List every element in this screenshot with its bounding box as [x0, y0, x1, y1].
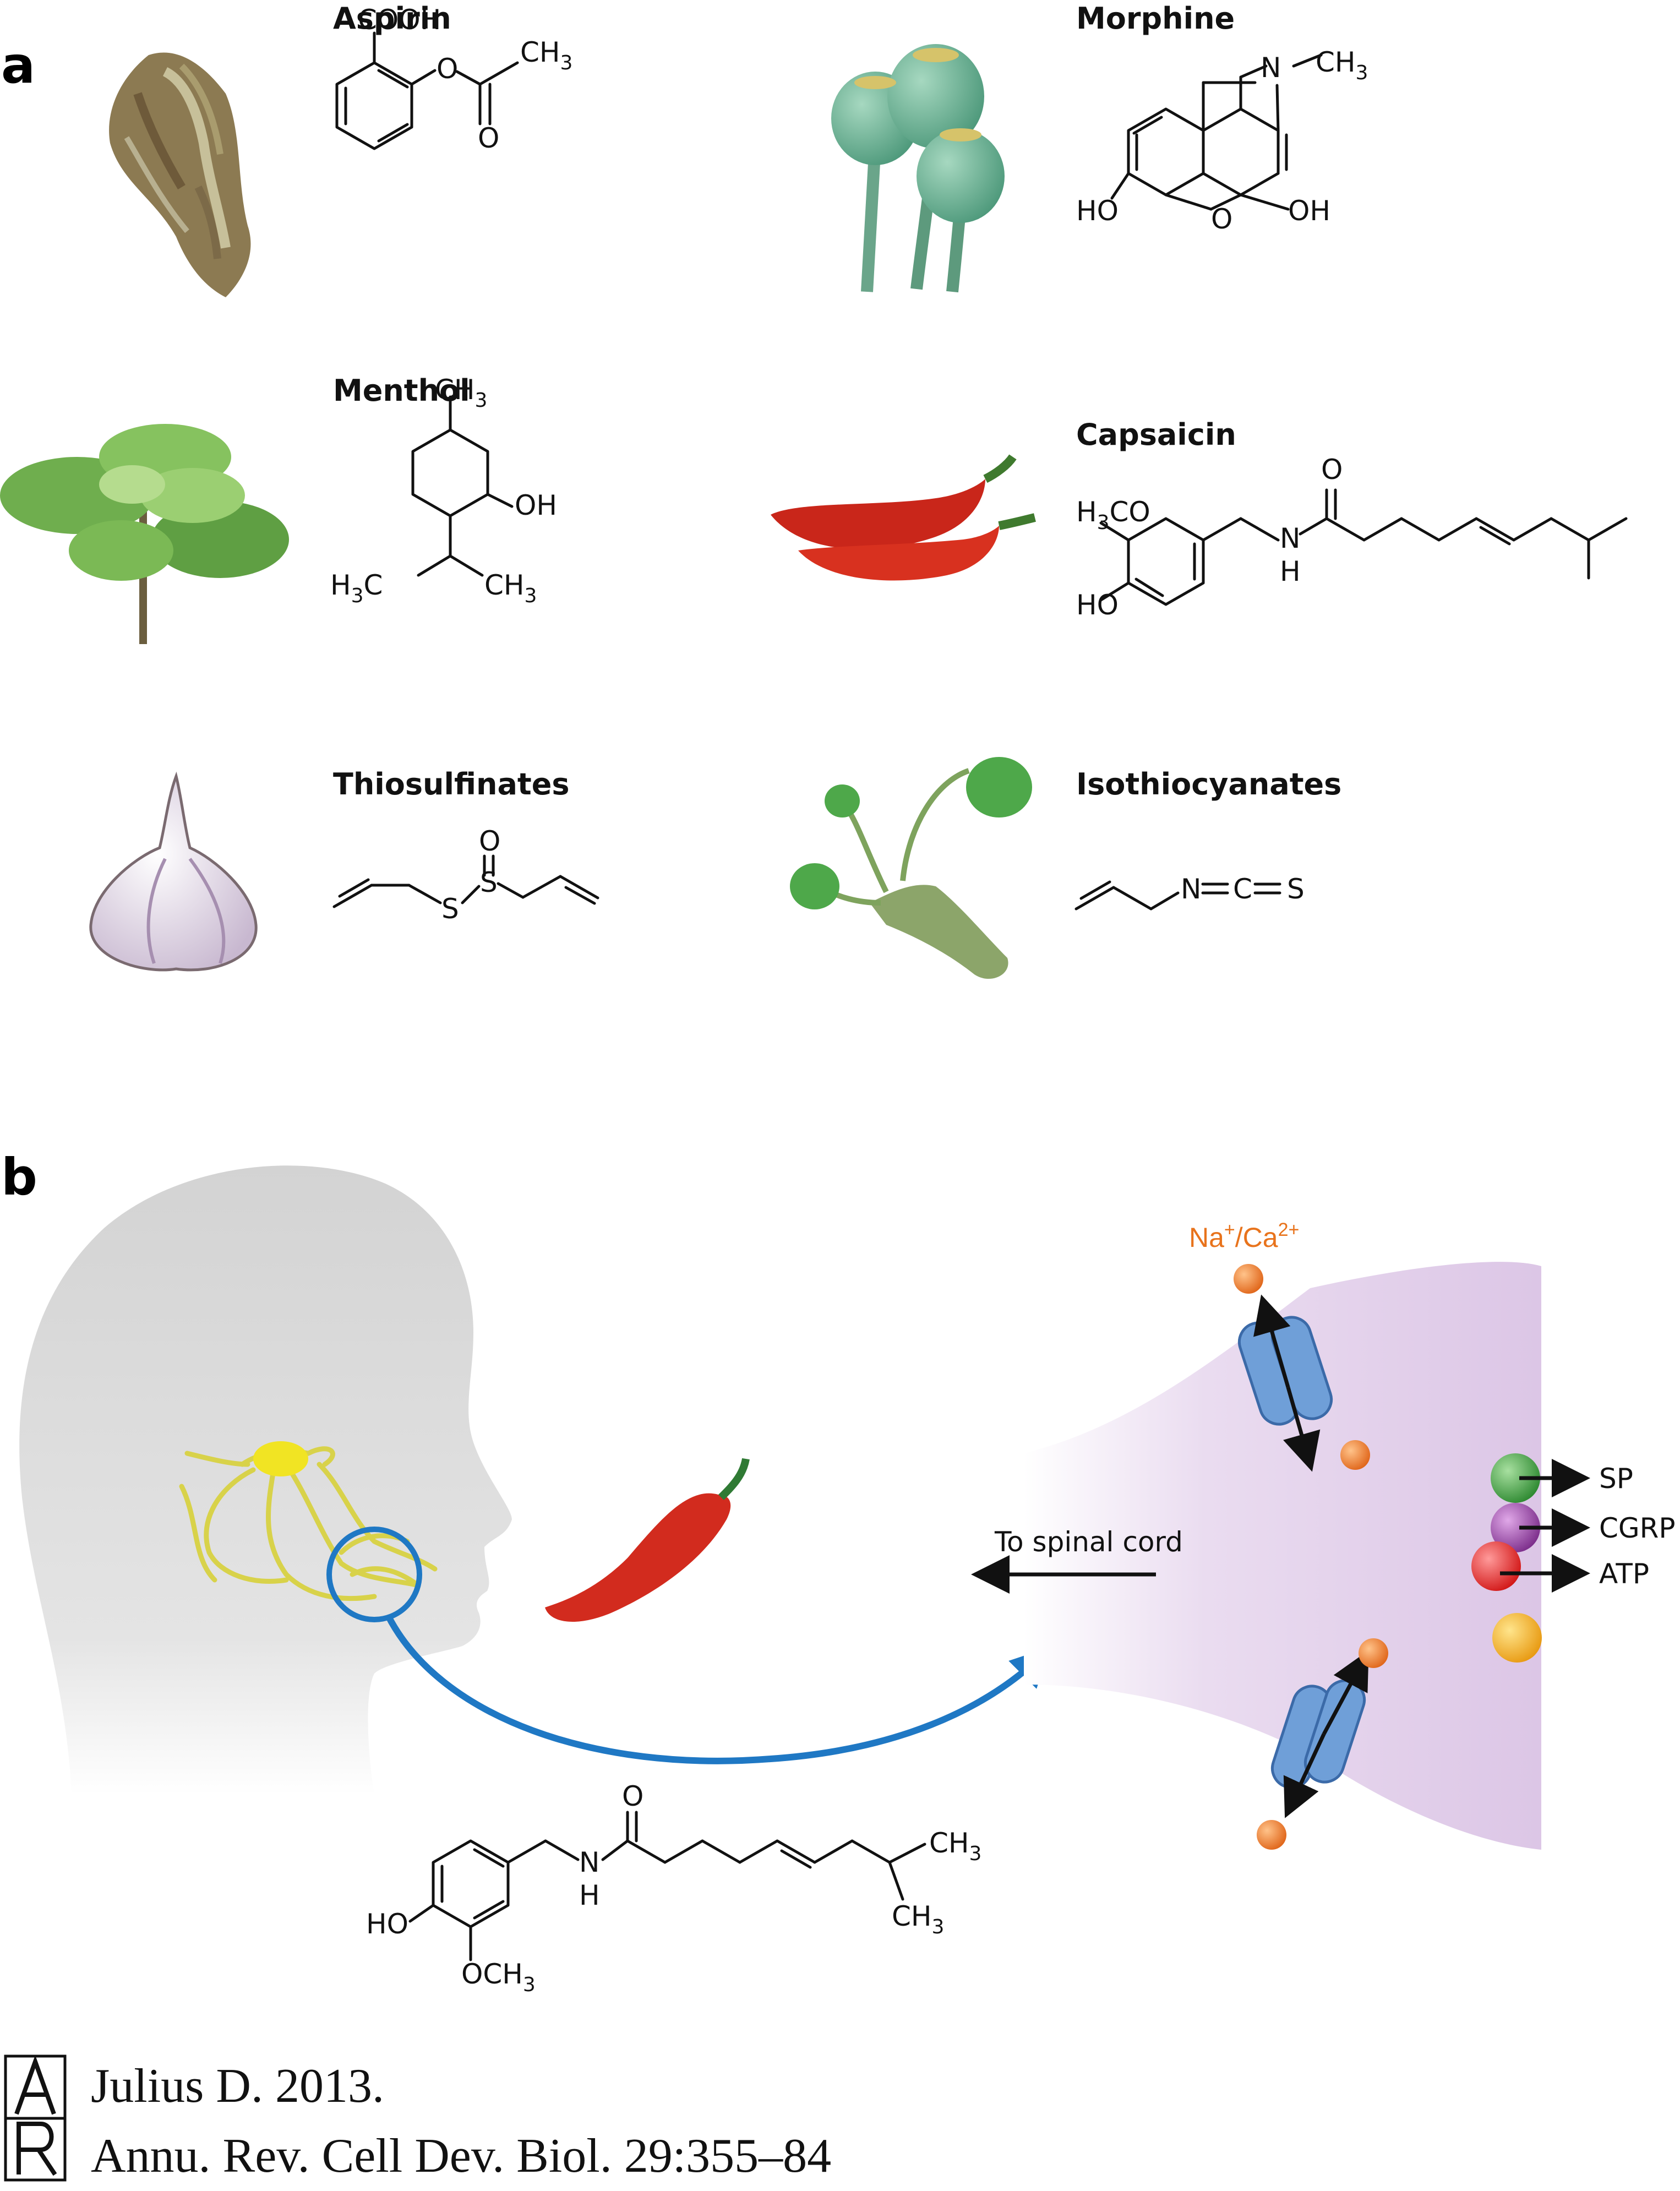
capsaicin-structure-b: O N H CH3 CH3 HO OCH3: [366, 1780, 981, 1996]
panel-a-letter: a: [1, 36, 35, 95]
poppy-illustration: [831, 44, 1005, 293]
aspirin-ch3: CH3: [520, 36, 572, 74]
ion-flux-arrow-top-in: [1283, 1387, 1321, 1472]
nerve-terminal: [1024, 1262, 1541, 1850]
capsaicin-name: Capsaicin: [1076, 417, 1236, 452]
capsaicin-b-ch3a: CH3: [929, 1827, 981, 1865]
menthol-ch3b: CH3: [484, 569, 537, 607]
capsaicin-ho: HO: [1076, 589, 1119, 621]
magnification-circle: [326, 1527, 422, 1622]
chili-peppers-illustration: [771, 454, 1036, 581]
ion-flux-arrow-bottom-out: [1322, 1650, 1369, 1735]
isothiocyanates-n: N: [1181, 873, 1201, 905]
morphine-o: O: [1211, 203, 1232, 235]
sp-label: SP: [1599, 1463, 1633, 1495]
annual-reviews-logo: [4, 2054, 67, 2182]
capsaicin-structure-a: H3CO HO O N H: [1076, 454, 1628, 621]
garlic-illustration: [89, 771, 258, 972]
sp-vesicle: [1491, 1453, 1540, 1503]
cgrp-vesicle: [1491, 1503, 1540, 1552]
menthol-name: Menthol: [333, 373, 470, 408]
capsaicin-b-o: O: [622, 1780, 643, 1812]
trigeminal-nerve: [179, 1446, 438, 1601]
morphine-n: N: [1261, 52, 1281, 84]
thiosulfinates-o: O: [479, 825, 500, 857]
morphine-structure: N CH3 HO O OH: [1076, 46, 1368, 235]
trigeminal-ganglion: [253, 1441, 308, 1476]
capsaicin-h3co: H3CO: [1076, 496, 1150, 534]
capsaicin-b-och3: OCH3: [461, 1958, 536, 1996]
cation-ion: [1359, 1638, 1388, 1668]
ion-flux-arrow-top-out: [1253, 1294, 1291, 1388]
cation-ion: [1257, 1820, 1286, 1850]
aspirin-name: Aspirin: [333, 1, 451, 36]
morphine-oh: OH: [1288, 195, 1330, 227]
panel-b-letter: b: [1, 1148, 37, 1207]
vesicle-gold: [1492, 1613, 1542, 1663]
menthol-ch3: CH3: [435, 374, 487, 412]
citation-line-2: Annu. Rev. Cell Dev. Biol. 29:355–84: [91, 2129, 831, 2183]
wasabi-illustration: [790, 757, 1032, 979]
ion-flux-arrow-bottom-in: [1283, 1733, 1326, 1818]
thiosulfinates-s2: S: [480, 866, 498, 898]
aspirin-o2: O: [478, 122, 499, 154]
cation-ion: [1340, 1440, 1370, 1470]
atp-vesicle: [1471, 1541, 1521, 1591]
aspirin-structure: COOH O O CH3: [335, 4, 572, 154]
thiosulfinates-structure: S S O: [332, 825, 599, 925]
willow-bark-illustration: [109, 52, 251, 297]
cgrp-label: CGRP: [1599, 1512, 1676, 1544]
capsaicin-b-ho: HO: [366, 1908, 408, 1940]
capsaicin-n: N: [1280, 522, 1300, 554]
menthol-h3c: H3C: [330, 569, 383, 607]
ion-label: Na+/Ca2+: [1189, 1219, 1299, 1253]
curved-blue-arrow: [385, 1614, 1051, 1764]
morphine-ho: HO: [1076, 195, 1119, 227]
chili-pepper-illustration: [545, 1458, 750, 1622]
isothiocyanates-c: C: [1233, 873, 1252, 905]
mint-illustration: [0, 424, 289, 644]
head-silhouette: [19, 1165, 512, 1795]
isothiocyanates-structure: N C S: [1074, 873, 1305, 911]
isothiocyanates-s: S: [1287, 873, 1305, 905]
capsaicin-b-h: H: [579, 1879, 600, 1911]
menthol-structure: CH3 OH H3C CH3: [330, 374, 557, 607]
thiosulfinates-name: Thiosulfinates: [333, 767, 569, 802]
capsaicin-b-ch3b: CH3: [892, 1900, 944, 1938]
citation-line-1: Julius D. 2013.: [91, 2059, 384, 2113]
morphine-name: Morphine: [1076, 1, 1235, 36]
aspirin-o1: O: [437, 53, 458, 85]
cation-ion: [1234, 1264, 1263, 1294]
aspirin-cooh: COOH: [358, 4, 441, 36]
morphine-ch3: CH3: [1316, 46, 1368, 84]
menthol-oh: OH: [515, 489, 557, 521]
capsaicin-b-n: N: [579, 1846, 599, 1878]
atp-label: ATP: [1599, 1558, 1649, 1590]
isothiocyanates-name: Isothiocyanates: [1076, 767, 1341, 802]
thiosulfinates-s1: S: [441, 893, 459, 925]
to-spinal-cord-label: To spinal cord: [994, 1526, 1183, 1558]
capsaicin-o: O: [1321, 454, 1343, 486]
capsaicin-h: H: [1280, 555, 1301, 587]
